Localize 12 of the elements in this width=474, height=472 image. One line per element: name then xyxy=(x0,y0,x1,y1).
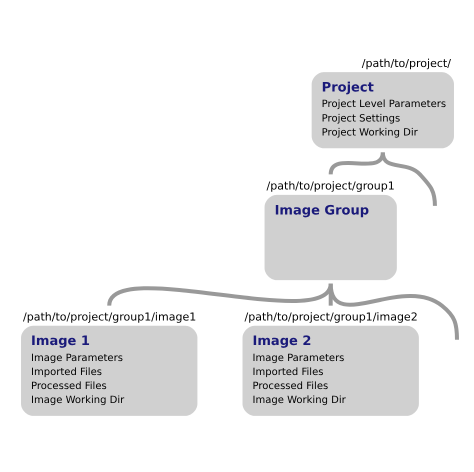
node-box: Project Project Level Parameters Project Settings Project Working Dir xyxy=(311,72,454,148)
node-label: /path/to/project/ xyxy=(361,56,450,70)
connector xyxy=(328,284,332,306)
connector xyxy=(106,282,332,306)
node-box: Image 2 Image Parameters Imported Files Processed Files Image Working Dir xyxy=(242,326,418,416)
connector xyxy=(328,283,458,340)
node-box: Image Group xyxy=(264,194,396,280)
node-label: /path/to/project/group1 xyxy=(266,180,394,193)
node-box: Image 1 Image Parameters Imported Files Processed Files Image Working Dir xyxy=(20,326,197,416)
node-label: /path/to/project/group1/image1 xyxy=(22,310,196,324)
node-label: /path/to/project/group1/image2 xyxy=(244,310,418,324)
connector xyxy=(380,152,436,206)
